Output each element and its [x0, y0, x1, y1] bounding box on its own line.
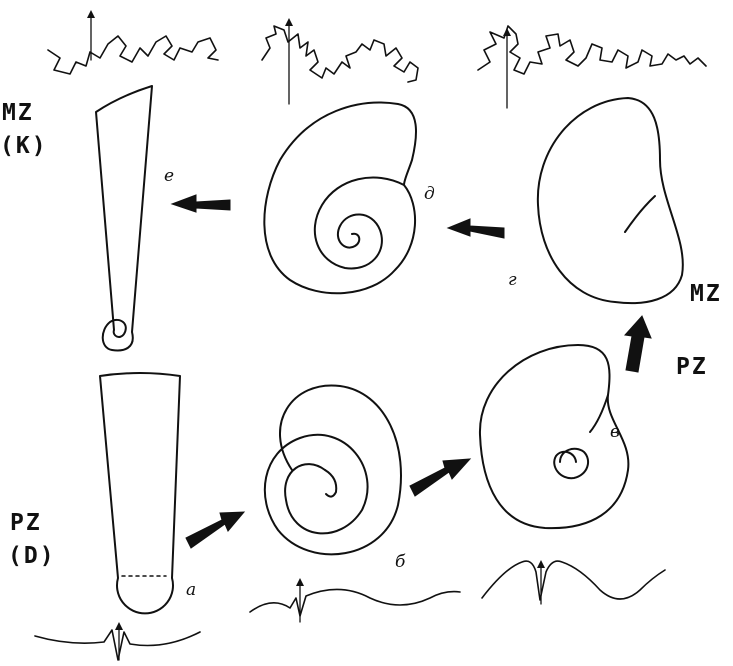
arrow-d-to-e	[172, 195, 230, 212]
shell-letter-e: е	[164, 168, 174, 185]
suture-line-e	[48, 36, 218, 74]
shell-a-orthocone	[100, 373, 180, 613]
era-label-mz-k-bottom: (K)	[0, 135, 48, 158]
suture-line-d	[262, 26, 418, 82]
shell-letter-a: а	[186, 582, 196, 599]
era-label-pz-d-top: PZ	[10, 512, 42, 535]
arrow-g-to-d	[448, 219, 504, 238]
shell-letter-v: в	[610, 424, 620, 441]
shell-letter-b: б	[395, 554, 405, 571]
suture-line-g	[478, 26, 706, 74]
shell-b-coiled	[265, 385, 401, 554]
era-label-pz-right: PZ	[676, 356, 708, 379]
arrow-b-to-v	[410, 459, 470, 496]
arrow-v-to-g	[625, 316, 651, 372]
shell-letter-d: д	[424, 186, 435, 203]
era-label-mz-right: MZ	[690, 283, 722, 306]
shell-letter-g: г	[508, 272, 517, 289]
suture-line-v	[482, 561, 665, 600]
arrow-a-to-b	[186, 512, 244, 548]
suture-line-b	[250, 589, 460, 616]
era-label-mz-k-top: MZ	[2, 102, 34, 125]
shell-g-involute	[538, 98, 683, 303]
shell-e-baculite	[96, 86, 152, 350]
shell-v-involute	[480, 345, 628, 528]
shell-d-planispiral	[264, 103, 416, 294]
suture-line-a	[35, 630, 200, 660]
era-label-pz-d-bottom: (D)	[8, 545, 56, 568]
